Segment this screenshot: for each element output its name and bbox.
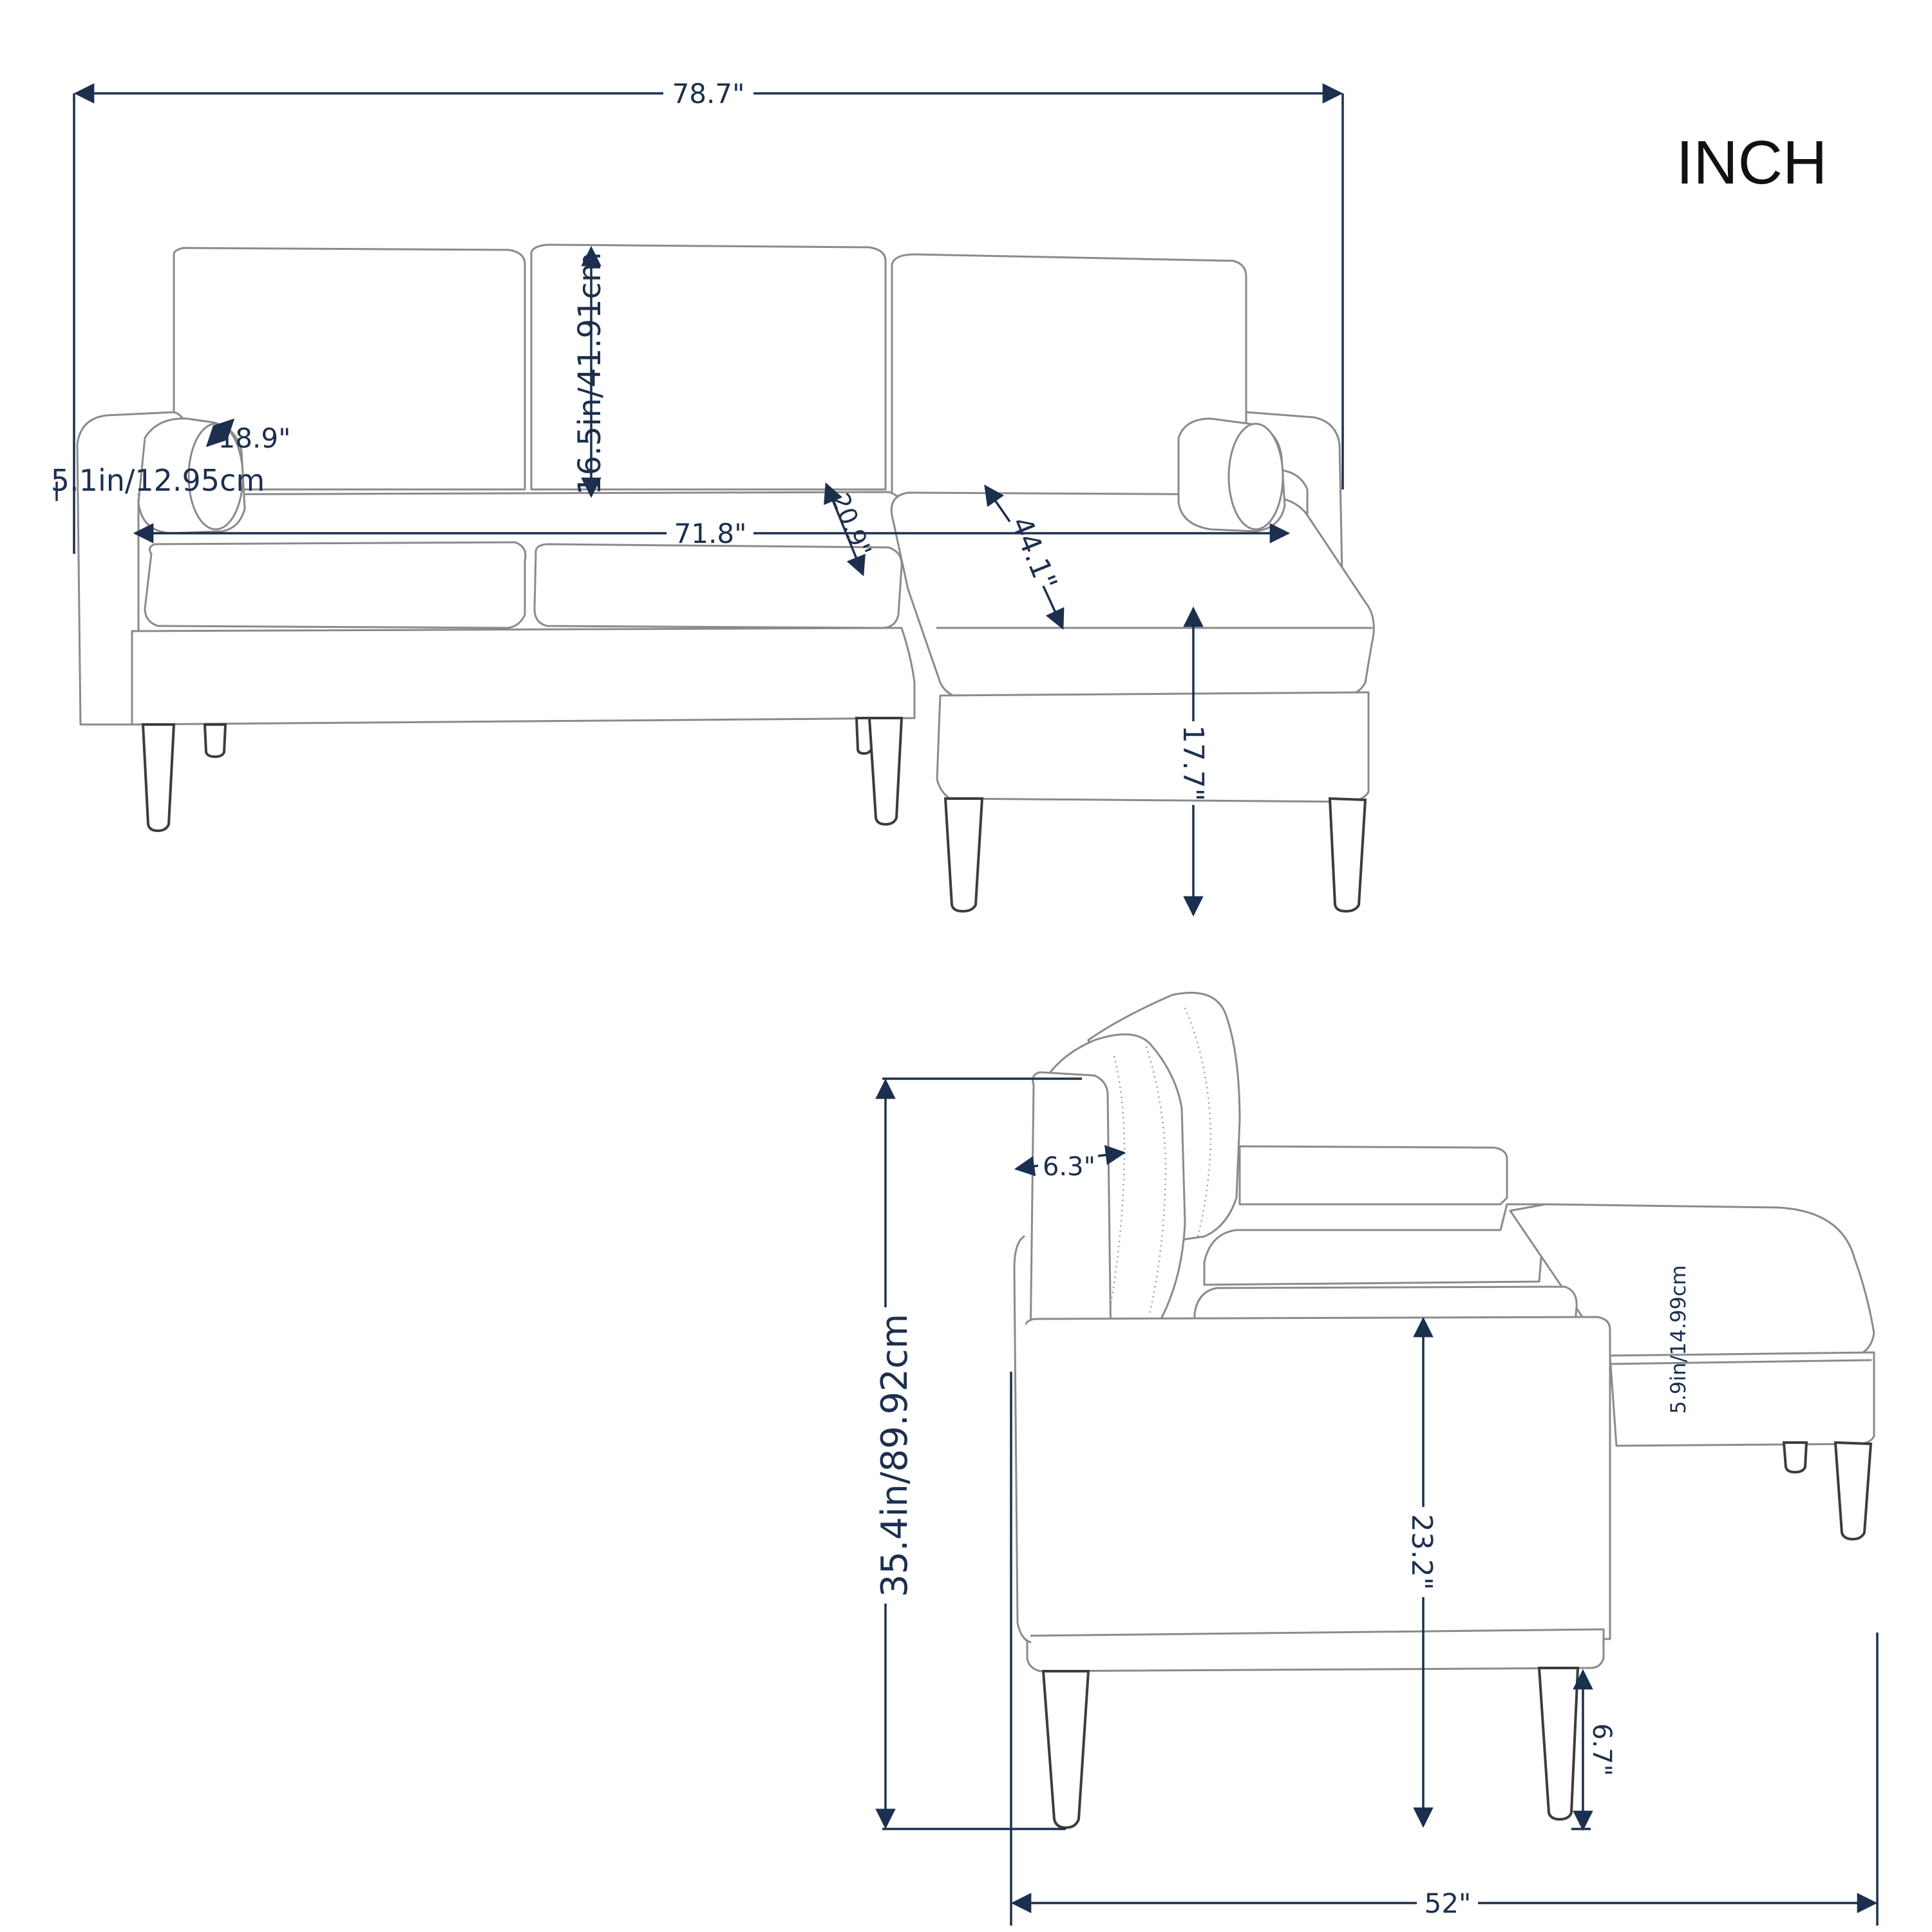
side-far-arm	[1238, 1145, 1508, 1206]
back-thickness-line-left	[1014, 1156, 1039, 1177]
back-leg-left	[203, 723, 227, 759]
seat-width-label: 71.8"	[674, 518, 747, 549]
side-back-panel	[1029, 1071, 1112, 1350]
back-cushion-middle	[530, 243, 887, 491]
back-height-label: 16.5in/41.91cm	[572, 252, 608, 495]
side-near-arm	[1023, 1316, 1611, 1647]
cushion-thickness-label: 5.9in/14.99cm	[1666, 1265, 1690, 1414]
side-chaise-base	[1609, 1351, 1875, 1447]
overall-depth-label: 52"	[1425, 1888, 1472, 1919]
seat-height-label: 17.7"	[1177, 725, 1209, 801]
overall-width-label: 78.7"	[672, 78, 745, 109]
pillow-length-label: 18.9"	[218, 422, 291, 454]
side-base	[1026, 1628, 1605, 1672]
back-thickness-label: 6.3"	[1043, 1152, 1095, 1182]
chaise-base	[936, 691, 1370, 803]
front-view	[76, 243, 1375, 913]
arm-height-label: 23.2"	[1405, 1514, 1438, 1590]
side-chaise-seam	[1609, 1359, 1872, 1365]
chaise-leg-left	[943, 797, 984, 913]
chaise-top	[890, 491, 1375, 700]
overall-height-label: 35.4in/89.92cm	[874, 1314, 916, 1597]
side-rear-frame	[1013, 1235, 1032, 1643]
seat-depth-line	[824, 482, 866, 576]
dimension-lines	[55, 83, 1879, 1926]
back-thickness-line-right	[1097, 1144, 1126, 1166]
leg-height-label: 6.7"	[1587, 1723, 1616, 1776]
chaise-depth-line-top	[984, 484, 1011, 522]
side-view	[1013, 992, 1875, 1830]
back-cushion-left	[173, 247, 526, 491]
pillow-diameter-label: 5.1in/12.95cm	[51, 463, 265, 498]
bolster-pillow-right-end	[1227, 422, 1284, 531]
chaise-leg-right	[1328, 797, 1367, 913]
front-leg-left	[141, 723, 176, 833]
sofa-base	[131, 627, 916, 726]
side-leg-rear	[1537, 1667, 1580, 1821]
seat-cushion-left	[144, 541, 527, 629]
unit-label: INCH	[1676, 128, 1828, 197]
front-leg-middle	[867, 717, 904, 826]
side-chaise-leg-back	[1782, 1441, 1808, 1474]
side-chaise-leg-front	[1833, 1441, 1873, 1541]
pillow-length-line	[205, 418, 235, 448]
side-far-seat	[1203, 1203, 1547, 1286]
side-back-tuft-3	[1184, 1007, 1212, 1237]
side-leg-front	[1041, 1670, 1090, 1830]
back-cushion-right	[891, 253, 1247, 497]
seat-cushion-middle	[533, 543, 903, 629]
chaise-depth-line-bottom	[1042, 585, 1065, 630]
